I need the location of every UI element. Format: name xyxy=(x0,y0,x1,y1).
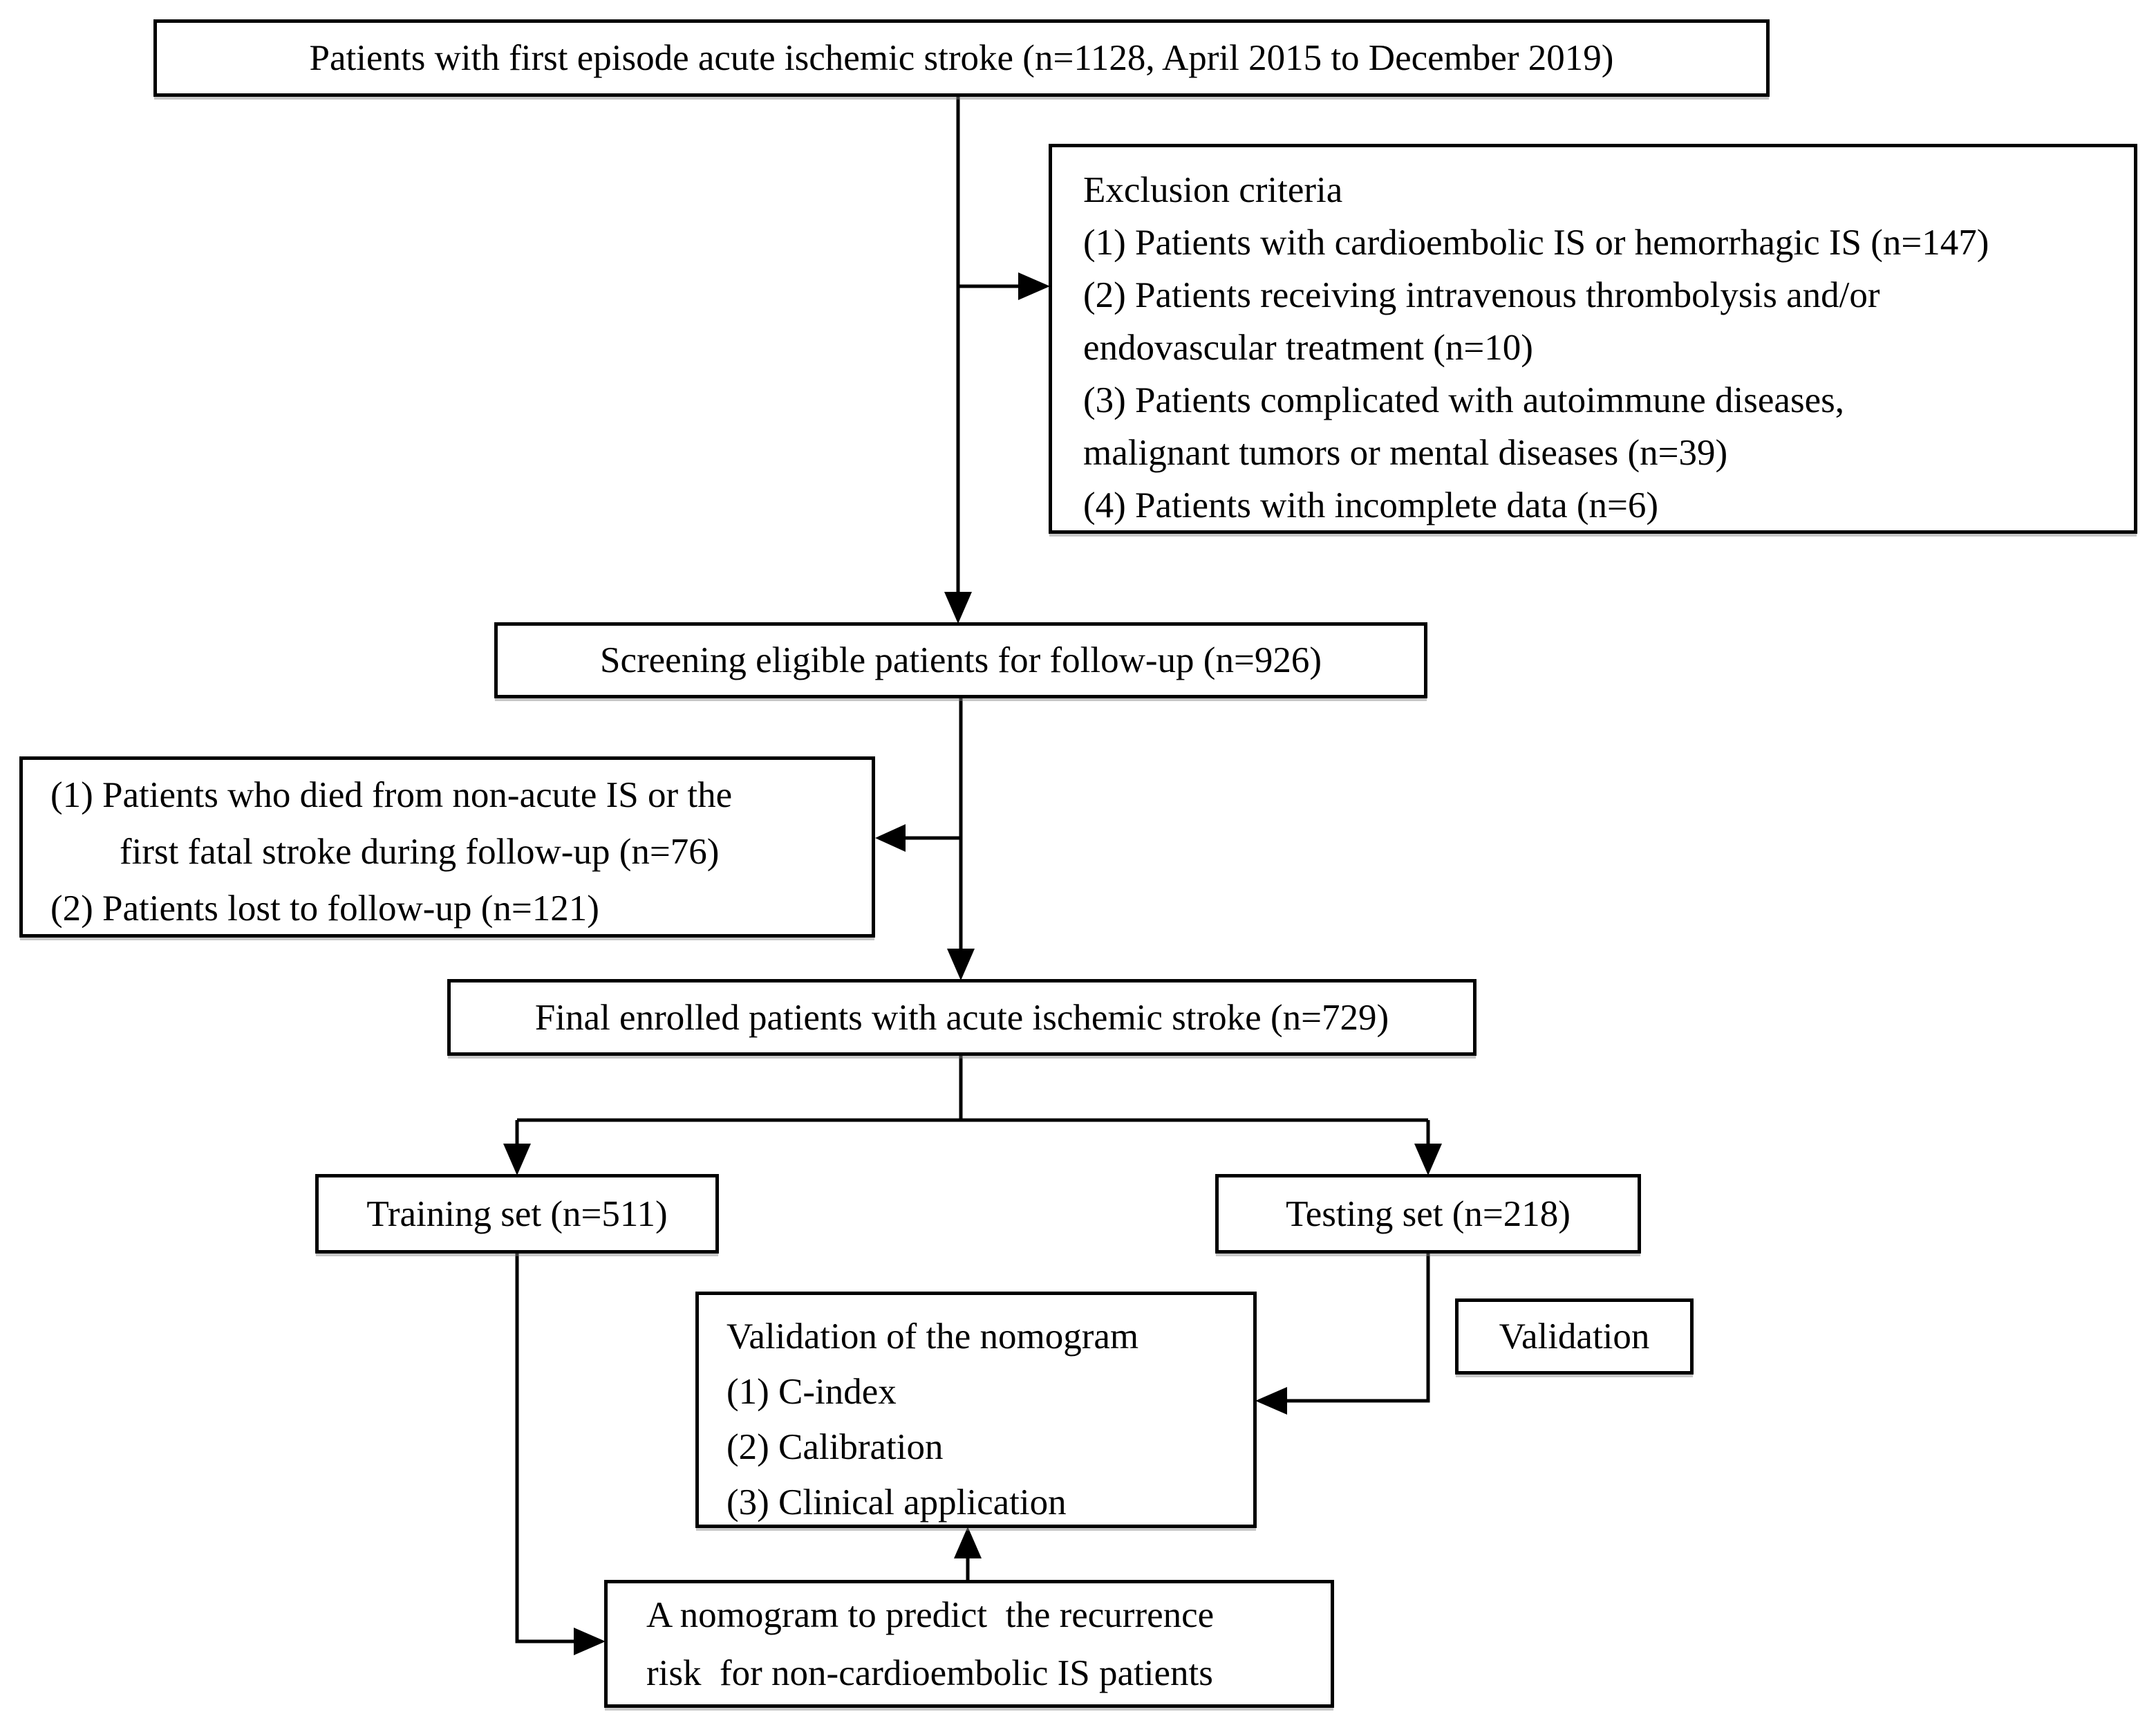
exclusion-item-3-cont: malignant tumors or mental diseases (n=3… xyxy=(1083,433,1728,473)
arrowhead-into-validation-bottom xyxy=(954,1527,982,1558)
validation-methods-title: Validation of the nomogram xyxy=(727,1316,1139,1357)
initial-patients-text: Patients with first episode acute ischem… xyxy=(309,38,1614,78)
box-validation-label: Validation xyxy=(1455,1298,1694,1375)
edge-training-to-nomogram xyxy=(515,1254,575,1643)
validation-method-1: (1) C-index xyxy=(727,1372,897,1412)
arrowhead-into-nomogram xyxy=(574,1628,606,1655)
edge-final-split xyxy=(515,1056,1430,1145)
arrowhead-into-training xyxy=(503,1144,531,1175)
box-screening: Screening eligible patients for follow-u… xyxy=(494,622,1427,698)
validation-method-3: (3) Clinical application xyxy=(727,1482,1067,1522)
box-training-set: Training set (n=511) xyxy=(315,1174,719,1254)
followup-exclusion-item-2: (2) Patients lost to follow-up (n=121) xyxy=(50,888,599,929)
box-validation-methods: Validation of the nomogram (1) C-index (… xyxy=(695,1292,1257,1528)
box-final-enrolled: Final enrolled patients with acute ische… xyxy=(447,979,1477,1056)
box-followup-exclusion: (1) Patients who died from non-acute IS … xyxy=(19,756,875,938)
arrowhead-into-final xyxy=(947,949,975,980)
arrowhead-into-exclusion xyxy=(1018,272,1050,300)
exclusion-item-4: (4) Patients with incomplete data (n=6) xyxy=(1083,485,1659,525)
validation-method-2: (2) Calibration xyxy=(727,1427,944,1467)
box-nomogram: A nomogram to predict the recurrence ris… xyxy=(604,1580,1334,1708)
nomogram-text-line-1: A nomogram to predict the recurrence xyxy=(646,1594,1215,1635)
box-exclusion-criteria: Exclusion criteria (1) Patients with car… xyxy=(1049,144,2137,534)
exclusion-item-1: (1) Patients with cardioembolic IS or he… xyxy=(1083,223,1989,263)
followup-exclusion-item-1-cont: first fatal stroke during follow-up (n=7… xyxy=(120,832,720,872)
final-enrolled-text: Final enrolled patients with acute ische… xyxy=(534,997,1389,1038)
followup-exclusion-item-1: (1) Patients who died from non-acute IS … xyxy=(50,775,733,815)
arrowhead-into-screening xyxy=(944,592,972,624)
exclusion-item-3: (3) Patients complicated with autoimmune… xyxy=(1083,380,1844,420)
box-testing-set: Testing set (n=218) xyxy=(1215,1174,1641,1254)
nomogram-text-line-2: risk for non-cardioembolic IS patients xyxy=(646,1652,1213,1693)
exclusion-title: Exclusion criteria xyxy=(1083,170,1343,210)
screening-text: Screening eligible patients for follow-u… xyxy=(600,640,1322,680)
validation-label-text: Validation xyxy=(1499,1316,1650,1357)
arrowhead-into-followup-exclusion xyxy=(875,824,906,852)
arrowhead-into-validation-right xyxy=(1255,1387,1287,1415)
exclusion-item-2-cont: endovascular treatment (n=10) xyxy=(1083,328,1533,368)
training-set-text: Training set (n=511) xyxy=(366,1193,668,1234)
exclusion-item-2: (2) Patients receiving intravenous throm… xyxy=(1083,275,1880,315)
arrowhead-into-testing xyxy=(1414,1144,1442,1175)
edge-testing-to-validation xyxy=(1287,1254,1430,1403)
box-initial-patients: Patients with first episode acute ischem… xyxy=(153,19,1770,97)
testing-set-text: Testing set (n=218) xyxy=(1286,1193,1571,1234)
